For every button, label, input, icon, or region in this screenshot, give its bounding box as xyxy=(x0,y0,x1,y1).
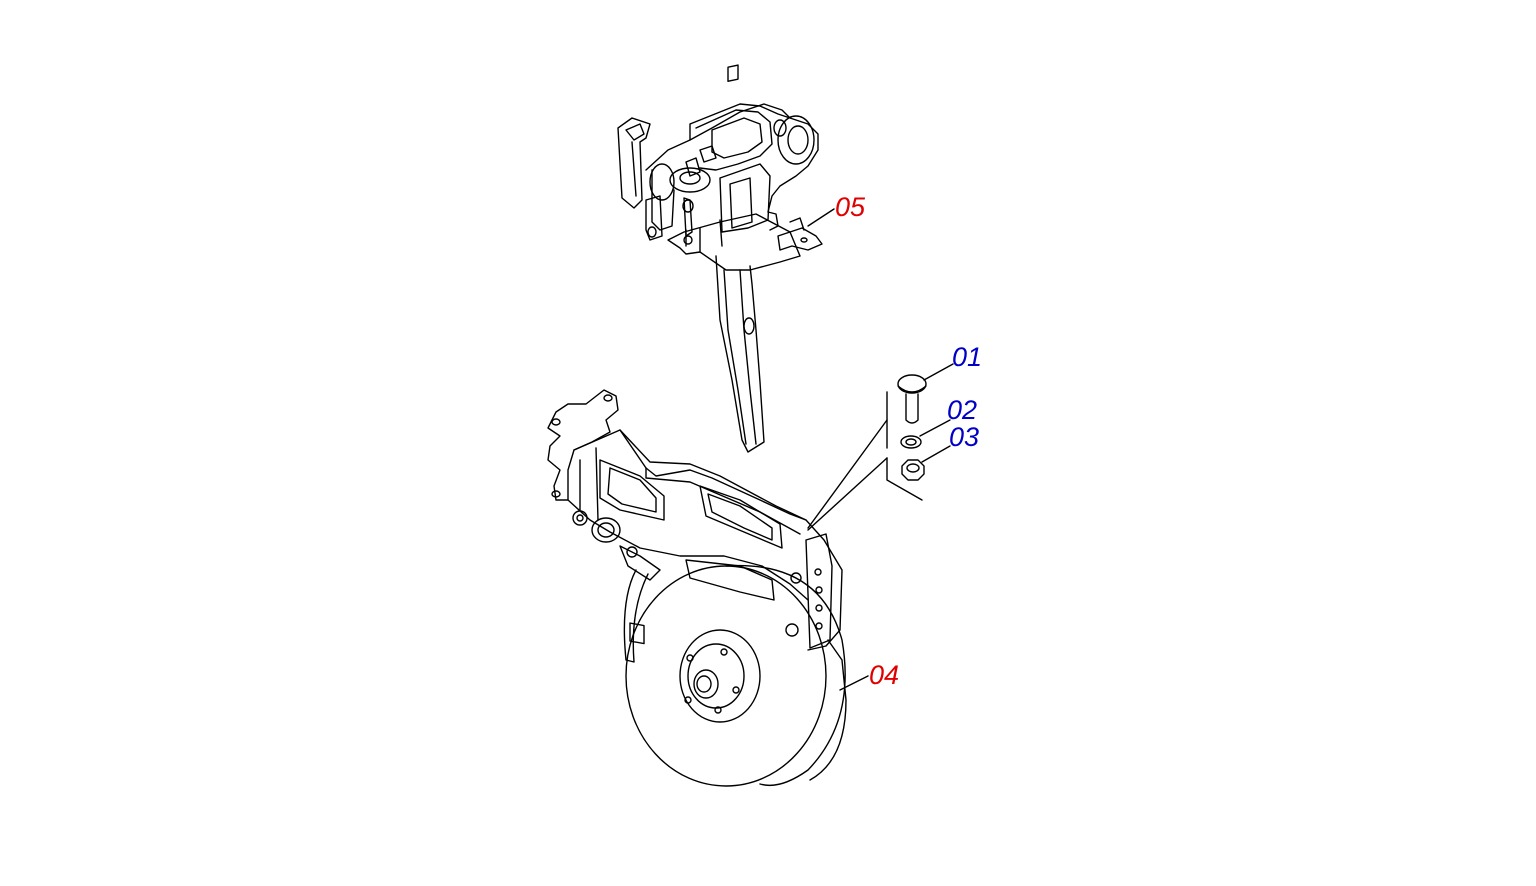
carriage-bolt xyxy=(897,374,927,394)
hardware-group xyxy=(807,363,954,531)
callout-03: 03 xyxy=(949,422,980,452)
callout-04: 04 xyxy=(869,660,900,690)
callout-01: 01 xyxy=(952,342,983,372)
callout-05: 05 xyxy=(835,192,866,222)
callout-02: 02 xyxy=(947,395,978,425)
press-wheel-frame-assembly xyxy=(547,389,869,787)
washer xyxy=(900,435,922,449)
hex-nut xyxy=(901,459,925,481)
seed-meter-assembly xyxy=(617,64,835,453)
